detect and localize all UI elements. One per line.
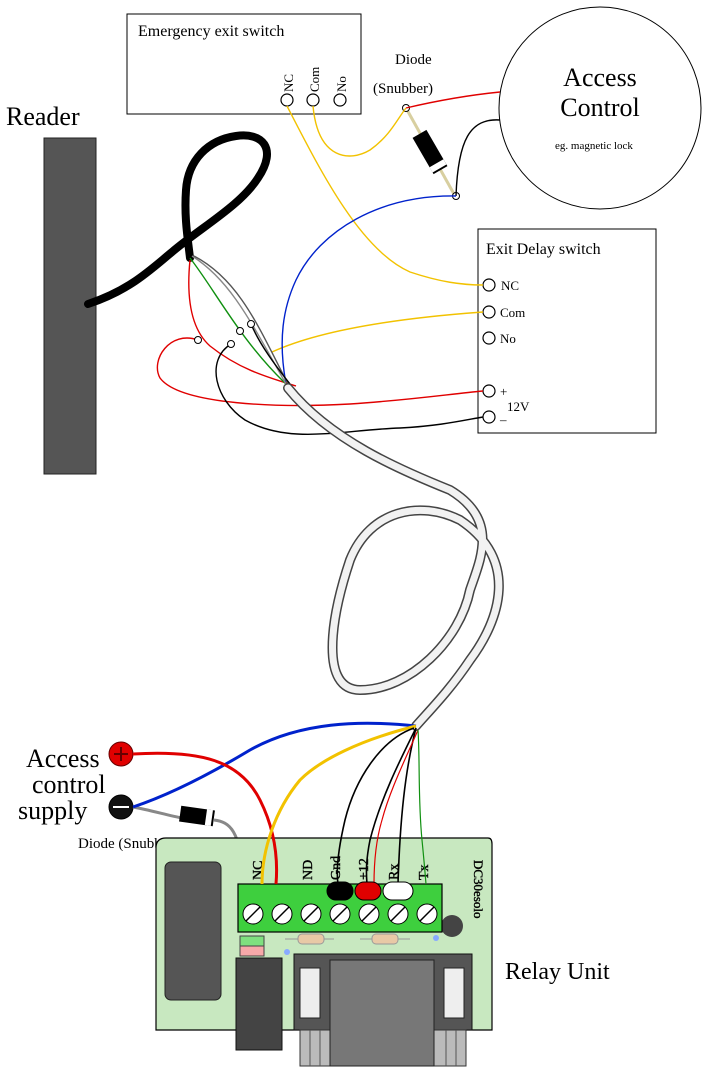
bottom-wiring [132,721,427,885]
emergency-exit-switch-title: Emergency exit switch [138,23,284,40]
svg-text:Com: Com [307,67,322,92]
multicore-cable [283,383,504,731]
exit-delay-terminal-no: No [482,331,516,346]
svg-text:NC: NC [281,74,296,92]
reader-label: Reader [6,102,80,131]
exit-delay-voltage: 12V [507,399,530,414]
terminal-screws [242,903,438,925]
access-control-subtitle: eg. magnetic lock [555,140,633,152]
supply-label-3: supply [18,796,87,825]
relay-unit-label: Relay Unit [505,959,610,985]
emergency-terminal-no: No [333,76,349,107]
diode-top-label-1: Diode [395,52,432,68]
svg-text:+: + [500,384,507,399]
top-wiring [156,91,501,435]
supply-positive-terminal [108,741,134,767]
exit-delay-terminal-com: Com [482,305,525,320]
svg-text:–: – [499,412,507,427]
supply-negative-terminal [108,794,134,820]
svg-text:ND: ND [301,860,316,880]
diode-top [402,104,460,200]
supply-label-1: Access [26,744,100,773]
supply-label-2: control [32,770,106,799]
exit-delay-switch-box [477,228,657,434]
exit-delay-terminal-minus: – [482,410,507,427]
emergency-terminal-com: Com [306,67,322,107]
diode-top-label-2: (Snubber) [373,81,433,97]
svg-text:Com: Com [500,305,525,320]
relay-unit-board: DC30esolo NC ND Gnd +12 Rx Tx [155,837,493,1067]
svg-text:Rx: Rx [387,864,402,880]
svg-text:No: No [334,76,349,92]
access-control-title-1: Access [563,63,637,92]
svg-text:+12: +12 [357,858,372,880]
top-wiring-junction-dots [194,320,255,348]
exit-delay-terminal-nc: NC [482,278,519,293]
emergency-exit-switch-box [126,13,362,115]
access-control-circle [498,6,702,210]
pcb-marking: DC30esolo [471,860,486,919]
svg-text:NC: NC [501,278,519,293]
access-control-title-2: Control [560,93,639,122]
diode-bottom-label: Diode (Snubber) [78,836,178,852]
svg-text:No: No [500,331,516,346]
svg-text:Gnd: Gnd [329,856,344,880]
emergency-terminal-nc: NC [280,74,296,107]
reader-cable [84,131,271,308]
exit-delay-switch-title: Exit Delay switch [486,241,601,258]
wire-caps [326,881,414,901]
